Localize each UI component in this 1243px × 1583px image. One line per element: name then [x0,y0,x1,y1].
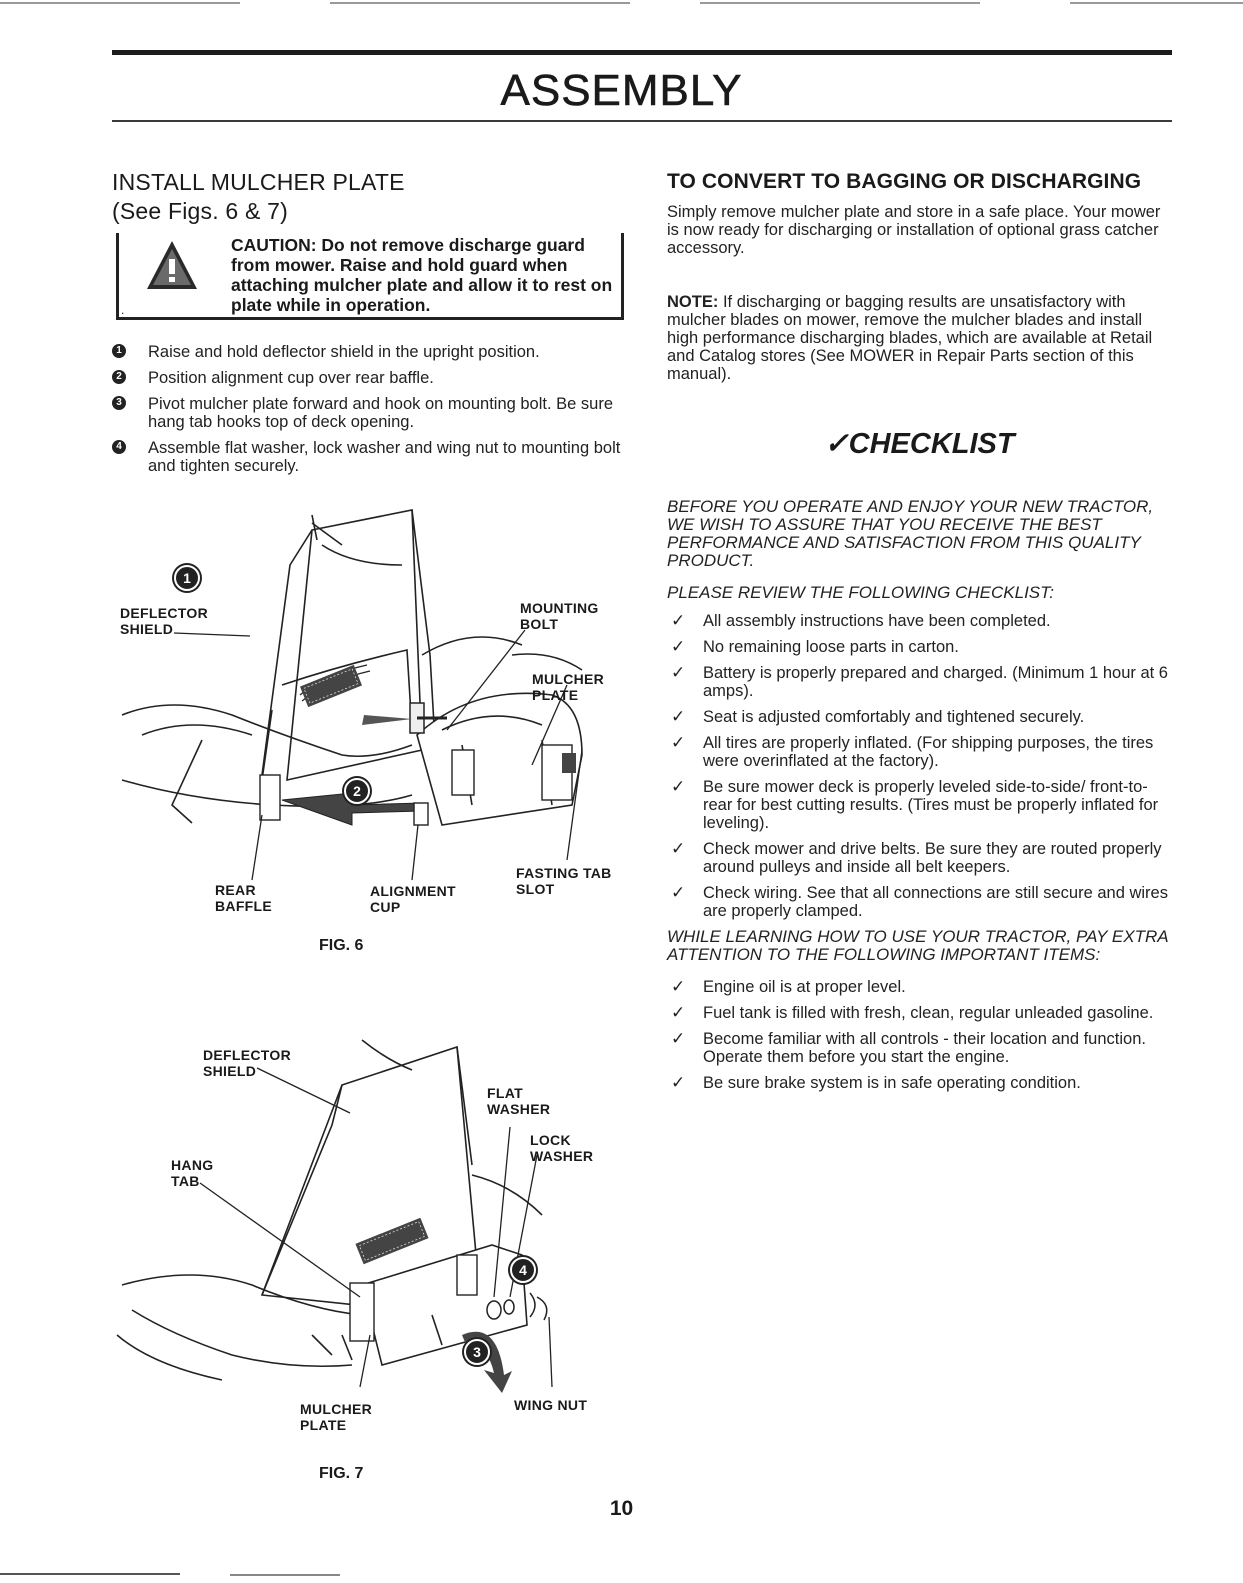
checklist: ✓ All assembly instructions have been com… [667,611,1172,921]
step-text: Assemble flat washer, lock washer and wi… [148,439,621,475]
checklist-item-text: Check mower and drive belts. Be sure the… [703,840,1162,876]
checklist-item-text: Battery is properly prepared and charged… [703,664,1168,700]
check-icon: ✓ [671,611,686,630]
checklist-item: ✓ Be sure mower deck is properly leveled … [667,777,1172,833]
checklist-item-text: Seat is adjusted comfortably and tighten… [703,708,1085,726]
important-item: ✓ Fuel tank is filled with fresh, clean, … [667,1003,1172,1023]
label-lock-washer: LOCK WASHER [530,1132,594,1164]
checklist-intro: BEFORE YOU OPERATE AND ENJOY YOUR NEW TR… [667,497,1154,570]
callout-3: 3 [464,1339,490,1365]
caution-marker: . [121,303,125,317]
check-icon: ✓ [671,777,686,796]
check-icon: ✓ [671,977,686,996]
check-icon: ✓ [671,637,686,656]
caution-text: CAUTION: Do not remove discharge guard f… [231,235,613,315]
figure-6: 1 2 DEFLECTOR SHIELD MOUNTING BOLT MULCH… [112,505,632,975]
fig6-drawing [121,509,583,881]
important-item: ✓ Engine oil is at proper level. [667,977,1172,997]
step-text: Pivot mulcher plate forward and hook on … [148,395,614,431]
step-number: 4 [112,440,126,454]
checklist-item-text: All tires are properly inflated. (For sh… [703,734,1154,770]
checklist-item: ✓ All assembly instructions have been com… [667,611,1172,631]
step-item: 2 Position alignment cup over rear baffl… [112,369,632,387]
check-icon: ✓ [671,1003,686,1022]
checklist-item: ✓ No remaining loose parts in carton. [667,637,1172,657]
important-item-text: Engine oil is at proper level. [703,978,906,996]
label-alignment-cup: ALIGNMENT CUP [370,883,456,915]
checklist-title: ✓CHECKLIST [824,428,1015,460]
title-rule-top [112,50,1172,55]
checklist-item-text: Check wiring. See that all connections a… [703,884,1168,920]
note-paragraph: NOTE: If discharging or bagging results … [667,293,1172,383]
step-item: 1 Raise and hold deflector shield in the… [112,343,632,361]
install-subheading: (See Figs. 6 & 7) [112,198,288,224]
warning-triangle-icon [147,241,197,289]
check-icon: ✓ [671,707,686,726]
checklist-section: BEFORE YOU OPERATE AND ENJOY YOUR NEW TR… [667,498,1172,1100]
checklist-review: PLEASE REVIEW THE FOLLOWING CHECKLIST: [667,583,1054,602]
fig7-caption: FIG. 7 [319,1465,364,1482]
convert-heading: TO CONVERT TO BAGGING OR DISCHARGING [667,170,1142,193]
important-item-text: Be sure brake system is in safe operatin… [703,1074,1081,1092]
convert-section: TO CONVERT TO BAGGING OR DISCHARGING Sim… [667,170,1172,383]
convert-text: Simply remove mulcher plate and store in… [667,203,1161,257]
fig7-drawing [116,1039,553,1393]
title-rule-bottom [112,120,1172,122]
step-number: 1 [112,344,126,358]
check-icon: ✓ [671,839,686,858]
step-text: Position alignment cup over rear baffle. [148,369,434,387]
label-deflector-shield: DEFLECTOR SHIELD [120,605,208,637]
page-number: 10 [609,1497,634,1520]
checklist-item-text: All assembly instructions have been comp… [703,612,1051,630]
step-text: Raise and hold deflector shield in the u… [148,343,540,361]
scan-edge-bottom [0,1573,350,1577]
scan-edge-top [0,0,1243,6]
check-icon: ✓ [671,1073,686,1092]
step-item: 3 Pivot mulcher plate forward and hook o… [112,395,632,431]
assembly-steps: 1 Raise and hold deflector shield in the… [112,343,632,483]
label-rear-baffle: REAR BAFFLE [215,882,273,914]
label-fasting-tab-slot: FASTING TAB SLOT [516,865,612,897]
learning-intro: WHILE LEARNING HOW TO USE YOUR TRACTOR, … [667,927,1168,964]
checklist-item-text: No remaining loose parts in carton. [703,638,959,656]
checklist-item: ✓ Seat is adjusted comfortably and tighte… [667,707,1172,727]
note-label: NOTE: [667,293,719,311]
install-heading: INSTALL MULCHER PLATE [112,169,405,195]
callout-4: 4 [510,1257,536,1283]
step-item: 4 Assemble flat washer, lock washer and … [112,439,632,475]
checklist-item-text: Be sure mower deck is properly leveled s… [703,778,1159,832]
label-flat-washer: FLAT WASHER [487,1085,551,1117]
checklist-item: ✓ Check mower and drive belts. Be sure th… [667,839,1172,877]
label-wing-nut: WING NUT [514,1397,588,1413]
important-item-text: Become familiar with all controls - thei… [703,1030,1146,1066]
important-item-text: Fuel tank is filled with fresh, clean, r… [703,1004,1154,1022]
important-item: ✓ Become familiar with all controls - the… [667,1029,1172,1067]
figure-7: 4 3 DEFLECTOR SHIELD FLAT WASHER LOCK WA… [112,1035,632,1495]
label-hang-tab: HANG TAB [171,1157,214,1189]
caution-box: CAUTION: Do not remove discharge guard f… [116,233,624,320]
fig6-caption: FIG. 6 [319,937,364,954]
label-mulcher-plate: MULCHER PLATE [300,1401,373,1433]
note-text: If discharging or bagging results are un… [667,293,1153,383]
label-deflector-shield: DEFLECTOR SHIELD [203,1047,291,1079]
checklist-item: ✓ Battery is properly prepared and charge… [667,663,1172,701]
page-title: ASSEMBLY [500,66,743,116]
check-icon: ✓ [671,733,686,752]
label-mounting-bolt: MOUNTING BOLT [520,600,599,632]
callout-1: 1 [174,565,200,591]
check-icon: ✓ [671,663,686,682]
important-item: ✓ Be sure brake system is in safe operati… [667,1073,1172,1093]
label-mulcher-plate: MULCHER PLATE [532,671,605,703]
check-icon: ✓ [671,1029,686,1048]
check-icon: ✓ [671,883,686,902]
checklist-item: ✓ Check wiring. See that all connections … [667,883,1172,921]
callout-2: 2 [344,778,370,804]
important-items: ✓ Engine oil is at proper level. ✓ Fuel ta… [667,977,1172,1093]
step-number: 3 [112,396,126,410]
checklist-item: ✓ All tires are properly inflated. (For s… [667,733,1172,771]
step-number: 2 [112,370,126,384]
